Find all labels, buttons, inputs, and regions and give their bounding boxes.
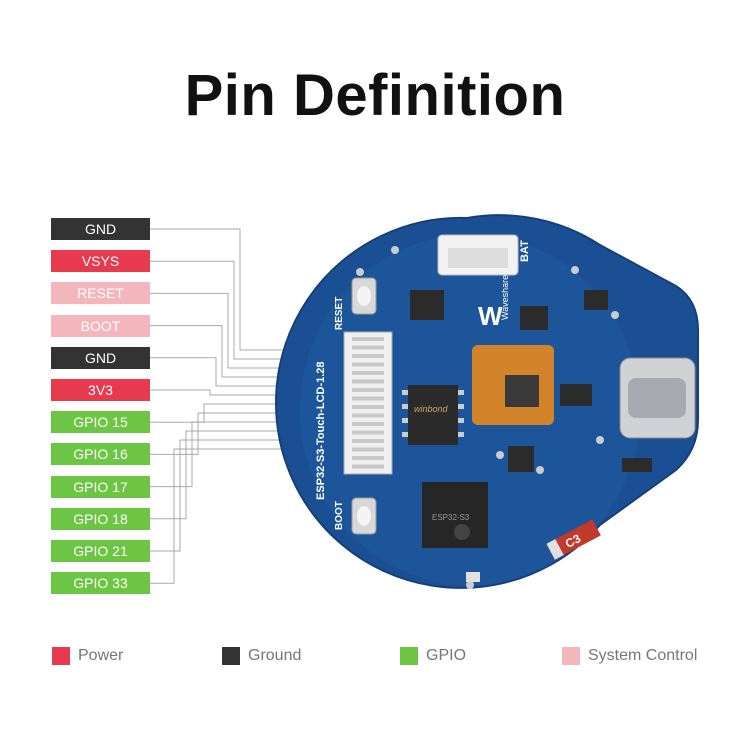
fpc-pin (352, 430, 384, 435)
fpc-pin (352, 396, 384, 401)
board-pads (356, 246, 619, 589)
pin-wire (150, 439, 348, 552)
capacitor-c3: C3 (546, 519, 601, 560)
fpc-pin (352, 464, 384, 469)
pin-label-3v3: 3V3 (51, 379, 150, 401)
boot-label: BOOT (334, 501, 345, 530)
battery-connector-slot (448, 248, 508, 268)
pin-wire (150, 430, 348, 520)
component-right-bottom (622, 458, 652, 472)
flash-leg (402, 432, 408, 437)
flash-chip-text: winbond (414, 404, 449, 414)
pin-label-boot: BOOT (51, 314, 150, 337)
flash-leg (458, 390, 464, 395)
fpc-pin (352, 388, 384, 392)
pin-label-gnd: GND (51, 346, 150, 369)
fpc-pin (352, 447, 384, 452)
board-name-label: ESP32-S3-Touch-LCD-1.28 (315, 361, 327, 500)
pin-label-gpio-33: GPIO 33 (51, 572, 150, 595)
espressif-logo-icon (454, 524, 470, 540)
esp32-chip-text: ESP32-S3 (432, 513, 470, 522)
pin-label-vsys: VSYS (51, 250, 150, 273)
pin-label-reset: RESET (51, 282, 150, 305)
pin-label-gpio-17: GPIO 17 (51, 475, 150, 498)
legend-swatch-gpio (400, 647, 418, 665)
flash-leg (458, 418, 464, 423)
fpc-pin (352, 379, 384, 384)
legend-item-ground: Ground (222, 646, 301, 666)
flash-leg (402, 404, 408, 409)
flash-leg (402, 390, 408, 395)
reset-button-cap (357, 286, 371, 306)
page-title: Pin Definition (184, 63, 566, 128)
brand-label: Waveshare (500, 275, 510, 320)
flash-chip (408, 385, 458, 445)
waveshare-logo-mark: W (478, 301, 503, 331)
fpc-connector-pins (352, 337, 384, 469)
fpc-connector (343, 331, 393, 475)
legend-item-power: Power (52, 646, 123, 666)
pin-label-gpio-15: GPIO 15 (51, 411, 150, 434)
pin-label-gpio-18: GPIO 18 (51, 507, 150, 530)
pin-label-gpio-21: GPIO 21 (51, 540, 150, 562)
pin-label-gpio-16: GPIO 16 (51, 443, 150, 466)
legend-label-gpio: GPIO (426, 647, 467, 664)
esp32-s3-chip (422, 482, 488, 548)
legend-item-gpio: GPIO (400, 646, 466, 666)
flash-chip-legs (402, 390, 464, 437)
legend-swatch-ground (222, 647, 240, 665)
component-bottom (466, 572, 480, 582)
flash-leg (402, 418, 408, 423)
fpc-pin (352, 439, 384, 443)
fpc-pin (352, 456, 384, 460)
fpc-pin (352, 345, 384, 350)
reset-label: RESET (334, 297, 345, 330)
legend-label-power: Power (78, 647, 124, 664)
fpc-pin (352, 405, 384, 409)
ic-right (560, 384, 592, 406)
fpc-pin (352, 337, 384, 341)
pin-wire (150, 421, 348, 488)
legend-label-ground: Ground (248, 647, 302, 664)
legend-swatch-system-control (562, 647, 580, 665)
flash-leg (458, 432, 464, 437)
boot-button-cap (357, 506, 371, 526)
fpc-pin (352, 362, 384, 367)
ic-top-right (584, 290, 608, 310)
legend-item-system-control: System Control (562, 646, 697, 666)
flash-leg (458, 404, 464, 409)
pin-wire (150, 448, 348, 584)
ic-imu (410, 290, 444, 320)
ic-mid (520, 306, 548, 330)
fpc-pin (352, 354, 384, 358)
fpc-pin (352, 413, 384, 418)
ic-small (508, 446, 534, 472)
legend-label-system-control: System Control (588, 647, 698, 664)
bat-label: BAT (519, 240, 531, 262)
fpc-pin (352, 371, 384, 375)
legend-swatch-power (52, 647, 70, 665)
usb-c-port-inner (628, 378, 686, 418)
fpc-pin (352, 422, 384, 426)
touch-controller-chip (505, 375, 539, 407)
board-shading (300, 235, 640, 585)
c3-label: C3 (563, 531, 583, 551)
pin-label-gnd: GND (51, 218, 150, 240)
